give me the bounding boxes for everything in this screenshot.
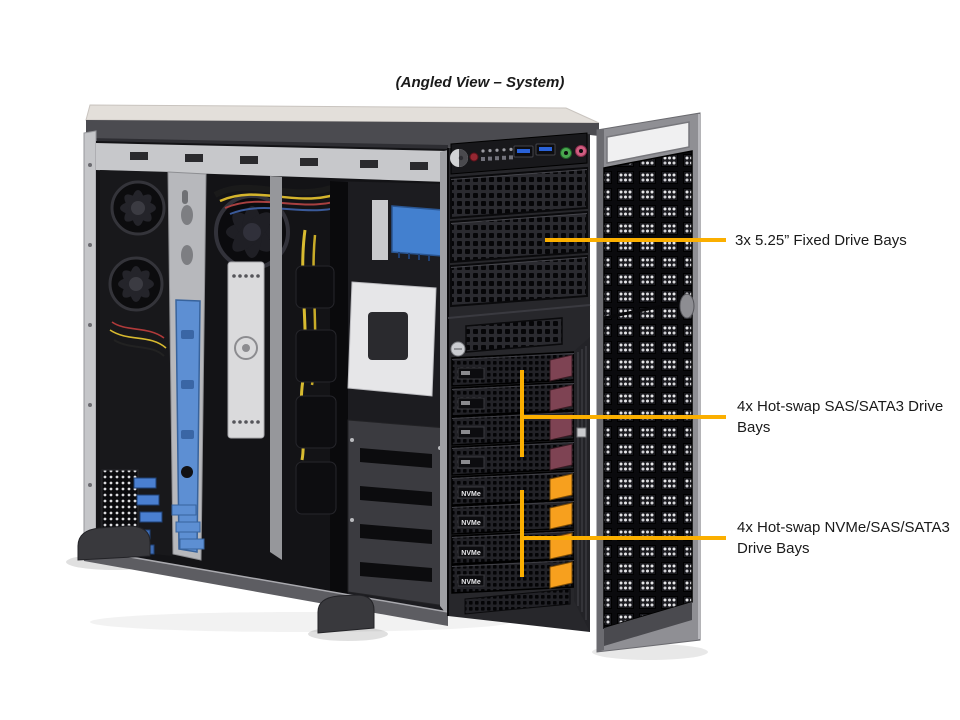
tray-label: NVMe bbox=[461, 550, 481, 557]
right-chamber bbox=[295, 181, 448, 610]
white-bracket bbox=[347, 281, 437, 397]
front-vent-strip bbox=[450, 317, 563, 357]
callout-lines bbox=[520, 238, 726, 577]
tray-label: NVMe bbox=[461, 520, 481, 527]
front-bottom-vent bbox=[464, 588, 571, 615]
chassis-feet bbox=[77, 525, 375, 634]
tray-label: NVMe bbox=[461, 579, 481, 586]
chassis-foot bbox=[77, 525, 151, 561]
drive-bay-525 bbox=[450, 254, 588, 308]
front-bezel: NVMe NVMe NVMe NVMe bbox=[447, 132, 591, 632]
front-control-panel bbox=[450, 132, 588, 175]
heatsink-panel bbox=[227, 261, 265, 439]
tray-label: NVMe bbox=[461, 491, 481, 498]
top-metal-shelf bbox=[96, 143, 447, 182]
front-door-open bbox=[596, 112, 701, 653]
usb-port-icon bbox=[535, 143, 556, 156]
cooling-fan-icon bbox=[108, 256, 164, 312]
callout-label-fixed-drive-bays: 3x 5.25” Fixed Drive Bays bbox=[735, 232, 907, 249]
blue-rail bbox=[171, 299, 205, 553]
audio-out-jack-icon bbox=[560, 147, 572, 159]
usb-port-icon bbox=[513, 145, 534, 158]
door-hinge-column bbox=[574, 337, 590, 632]
blue-edge-connector bbox=[391, 205, 443, 261]
hot-swap-tray-sas bbox=[451, 440, 575, 476]
door-mesh-panel bbox=[603, 150, 693, 630]
drive-bay-525 bbox=[450, 166, 588, 220]
tray-latch bbox=[549, 473, 573, 501]
figure-title: (Angled View – System) bbox=[395, 74, 565, 91]
hot-swap-tray-nvme: NVMe bbox=[451, 499, 575, 535]
drive-bay-525 bbox=[450, 210, 588, 264]
left-fan-module bbox=[100, 170, 172, 556]
retention-clips bbox=[295, 265, 337, 515]
hot-swap-tray-nvme: NVMe bbox=[451, 470, 575, 506]
door-bottom-frame bbox=[604, 602, 692, 646]
tray-latch bbox=[549, 561, 573, 589]
callout-label-nvme-drive-bays: 4x Hot-swap NVMe/SAS/SATA3 Drive Bays bbox=[737, 519, 950, 557]
hot-swap-tray-nvme: NVMe bbox=[451, 529, 575, 565]
cooling-fan-icon bbox=[110, 180, 166, 236]
tray-latch bbox=[549, 502, 573, 530]
callout-line-sas-bays bbox=[520, 370, 726, 457]
door-handle-cutout bbox=[606, 121, 690, 164]
reset-button-icon bbox=[469, 152, 479, 162]
hot-swap-tray-sas bbox=[451, 351, 575, 387]
metal-divider bbox=[270, 176, 282, 560]
tray-latch bbox=[549, 443, 573, 471]
fixed-drive-bays bbox=[450, 166, 588, 308]
hot-swap-tray-sas bbox=[451, 381, 575, 417]
callout-label-sas-drive-bays: 4x Hot-swap SAS/SATA3 Drive Bays bbox=[737, 398, 944, 436]
door-latch-notch bbox=[679, 293, 695, 319]
chassis-left-edge bbox=[83, 130, 97, 557]
mic-jack-icon bbox=[575, 145, 587, 157]
hot-swap-tray-nvme: NVMe bbox=[451, 558, 575, 594]
callout-line-nvme-bays bbox=[520, 490, 726, 577]
tray-latch bbox=[549, 384, 573, 412]
support-bracket bbox=[167, 171, 207, 561]
side-panel-interior bbox=[96, 141, 448, 616]
inner-corner-post bbox=[440, 150, 448, 616]
empty-drive-cage bbox=[347, 419, 447, 607]
tray-latch bbox=[549, 354, 573, 382]
power-button-icon bbox=[450, 149, 468, 167]
status-led-icons bbox=[481, 147, 513, 161]
chassis-foot bbox=[317, 594, 375, 634]
